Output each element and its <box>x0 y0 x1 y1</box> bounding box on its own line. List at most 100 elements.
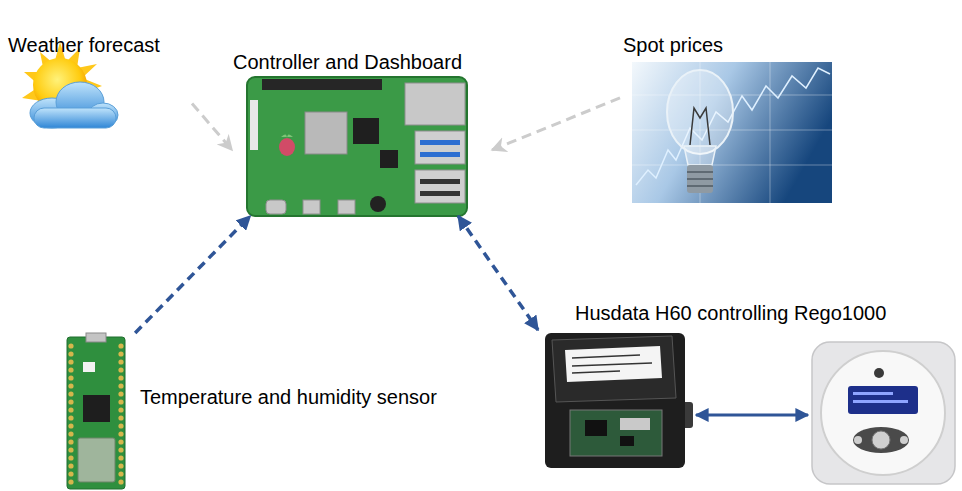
h60-gateway-part-part <box>572 363 652 366</box>
rego1000-panel-part <box>853 392 893 395</box>
pico-board-part-part <box>118 367 123 372</box>
weather-node: Weather forecast <box>6 30 192 132</box>
pico-board-part-part <box>118 399 123 404</box>
pico-board-part-part <box>68 375 73 380</box>
light-bulb-photo-part <box>667 70 733 154</box>
pico-board-part <box>83 395 110 422</box>
pico-board-part-part <box>118 343 123 348</box>
raspberry-pi-board-part <box>380 150 398 168</box>
raspberry-pi-board-part <box>279 138 295 156</box>
pico-board-part-part <box>118 447 123 452</box>
pico-board-part-part <box>118 471 123 476</box>
raspberry-pi-board-part <box>247 77 467 216</box>
pico-board-part <box>68 343 123 484</box>
rego1000-panel-part <box>812 342 955 484</box>
raspberry-pi-board-part <box>405 83 465 125</box>
pico-board-part <box>67 337 125 489</box>
h60-gateway-part <box>572 355 652 373</box>
pico-board-part-part <box>68 439 73 444</box>
h60-gateway-part <box>570 410 662 456</box>
h60-gateway-part <box>585 420 607 436</box>
rego1000-panel-part <box>821 351 945 475</box>
pico-board-part-part <box>68 447 73 452</box>
h60-gateway-part <box>545 333 685 468</box>
pico-board-part-part <box>118 439 123 444</box>
pico-board-part-part <box>68 399 73 404</box>
pico-board-part-part <box>118 479 123 484</box>
light-bulb-photo-part-part <box>632 95 832 96</box>
raspberry-pi-board-part <box>415 170 465 203</box>
rego1000-panel-part <box>853 427 909 453</box>
pico-board-part-part <box>68 383 73 388</box>
light-bulb-photo-part-part <box>632 130 832 131</box>
pico-board-part-part <box>68 391 73 396</box>
pico-board-part-part <box>118 463 123 468</box>
link-arrow <box>135 216 250 333</box>
pico-board-part-part <box>118 415 123 420</box>
pico-board-part-part <box>118 375 123 380</box>
pico-board-part-part <box>118 351 123 356</box>
rego1000-panel <box>812 342 955 484</box>
pico-board-part-part <box>68 471 73 476</box>
raspberry-pi-board-part <box>420 191 460 196</box>
light-bulb-photo-part-part <box>687 185 713 187</box>
light-bulb-photo-part <box>636 68 830 185</box>
pico-board-part-part <box>118 431 123 436</box>
raspberry-pi-board-part <box>262 79 382 90</box>
rego1000-panel-part <box>854 436 862 444</box>
serial-link <box>696 414 808 417</box>
raspberry-pi-board-part <box>303 200 320 214</box>
raspberry-pi-board-part <box>305 112 347 154</box>
rego1000-panel-part <box>872 431 890 449</box>
pico-board-part-part <box>68 479 73 484</box>
weather-icon-part-part <box>34 108 116 128</box>
h60-gateway-part-part <box>572 371 620 373</box>
raspberry-pi-board-part <box>370 196 386 212</box>
node-label: Weather forecast <box>8 33 160 57</box>
node-label: Husdata H60 controlling Rego1000 <box>575 301 886 325</box>
h60-gateway-part <box>620 436 634 446</box>
pico-board-part <box>78 438 115 482</box>
pico-board-part-part <box>118 423 123 428</box>
raspberry-pi-board-part <box>281 134 293 139</box>
pico-board-part-part <box>68 463 73 468</box>
spot-price-node: Spot prices <box>620 30 836 206</box>
light-bulb-photo <box>632 62 832 203</box>
sensor-node: Temperature and humidity sensor <box>62 333 480 489</box>
h60-gateway-part-part <box>572 355 640 358</box>
pico-board-part-part <box>68 343 73 348</box>
light-bulb-photo-part <box>632 62 832 203</box>
pico-board-part <box>86 333 106 342</box>
raspberry-pi-board-part <box>420 179 460 184</box>
raspberry-pi-board-part <box>250 100 258 150</box>
data-feed-arrow <box>492 98 620 150</box>
rego1000-panel-part <box>853 400 908 403</box>
data-feed-arrow <box>192 103 232 150</box>
pico-board-part-part <box>118 359 123 364</box>
h60-gateway <box>545 333 693 468</box>
h60-gateway-part <box>552 336 676 402</box>
pico-board <box>67 333 125 489</box>
raspberry-pi-board-part <box>420 140 460 145</box>
pico-board-part-part <box>68 351 73 356</box>
pico-board-part-part <box>68 359 73 364</box>
raspberry-pi-board-part <box>420 152 460 157</box>
light-bulb-photo-part <box>687 172 713 186</box>
pico-board-part-part <box>118 391 123 396</box>
pico-board-part-part <box>118 455 123 460</box>
node-label: Temperature and humidity sensor <box>140 385 437 409</box>
rego1000-panel-part <box>900 436 908 444</box>
light-bulb-photo-part <box>684 146 716 165</box>
light-bulb-photo-part-part <box>687 171 713 173</box>
pico-board-part-part <box>118 407 123 412</box>
pico-board-part <box>83 362 95 372</box>
link-arrow <box>458 216 538 330</box>
weather-icon-part <box>30 82 118 128</box>
light-bulb-photo-part <box>687 165 713 193</box>
h60-gateway-part <box>620 418 650 430</box>
light-bulb-photo-part-part <box>770 62 771 203</box>
raspberry-pi-board-part <box>338 200 355 214</box>
node-label: Controller and Dashboard <box>233 50 462 74</box>
